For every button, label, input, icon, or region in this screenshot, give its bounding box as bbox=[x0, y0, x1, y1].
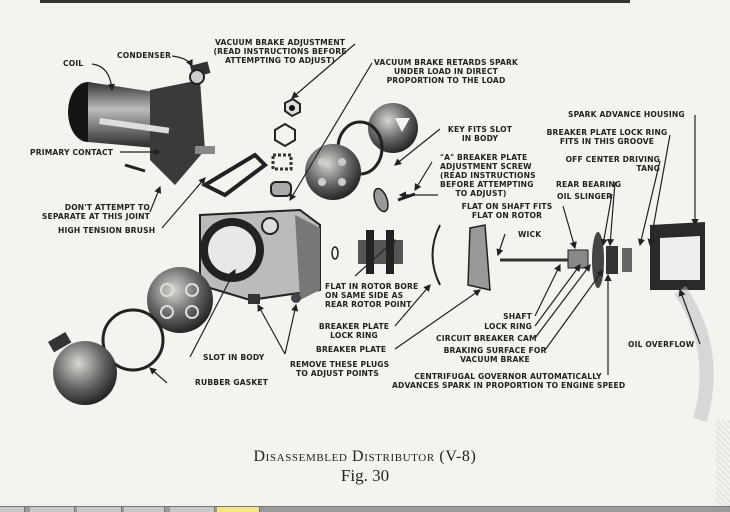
label-oil-overflow: OIL OVERFLOW bbox=[628, 340, 695, 349]
label-braking-surface: BRAKING SURFACE FOR VACUUM BRAKE bbox=[443, 346, 547, 364]
vacuum-brake-adjustment-parts bbox=[270, 97, 301, 197]
label-high-tension-brush: HIGH TENSION BRUSH bbox=[58, 226, 156, 235]
label-vacuum-brake-adjustment: VACUUM BRAKE ADJUSTMENT (READ INSTRUCTIO… bbox=[213, 38, 347, 65]
label-coil: COIL bbox=[63, 59, 84, 68]
spark-advance-housing-part bbox=[650, 222, 714, 422]
leader-lines bbox=[91, 43, 701, 384]
label-condenser: CONDENSER bbox=[117, 51, 172, 60]
distributor-body-part bbox=[199, 208, 321, 302]
label-remove-plugs: REMOVE THESE PLUGS TO ADJUST POINTS bbox=[290, 360, 390, 378]
label-rear-bearing: REAR BEARING bbox=[556, 180, 622, 189]
label-flat-in-rotor-bore: FLAT IN ROTOR BORE ON SAME SIDE AS REAR … bbox=[325, 282, 419, 309]
cutoff-text-line bbox=[40, 0, 630, 3]
taskbar bbox=[0, 506, 730, 512]
label-rubber-gasket: RUBBER GASKET bbox=[195, 378, 269, 387]
cover-parts bbox=[48, 267, 213, 405]
distributor-cap-part bbox=[305, 103, 418, 200]
label-spark-advance-housing: SPARK ADVANCE HOUSING bbox=[568, 110, 685, 119]
label-wick: WICK bbox=[518, 230, 542, 239]
label-centrifugal-governor: CENTRIFUGAL GOVERNOR AUTOMATICALLY ADVAN… bbox=[392, 372, 626, 390]
plate-gasket-part bbox=[200, 152, 269, 198]
breaker-plate-lock-ring-part bbox=[431, 224, 441, 286]
label-oil-slinger: OIL SLINGER bbox=[557, 192, 613, 201]
label-off-center-driving-tang: OFF CENTER DRIVING TANG bbox=[565, 155, 660, 173]
label-shaft: SHAFT bbox=[503, 312, 532, 321]
label-dont-attempt: DON'T ATTEMPT TO SEPARATE AT THIS JOINT bbox=[41, 203, 150, 221]
label-key-fits-slot: KEY FITS SLOT IN BODY bbox=[447, 125, 513, 143]
document-page: COIL CONDENSER VACUUM BRAKE ADJUSTMENT (… bbox=[30, 0, 730, 506]
label-circuit-breaker-cam: CIRCUIT BREAKER CAM bbox=[436, 334, 537, 343]
adjustment-plugs bbox=[248, 293, 301, 304]
coil-part bbox=[68, 80, 215, 185]
shaft-part bbox=[500, 232, 632, 288]
label-breaker-plate: BREAKER PLATE bbox=[316, 345, 387, 354]
figure-number: Fig. 30 bbox=[340, 466, 390, 485]
breaker-plate-part bbox=[467, 224, 491, 291]
distributor-exploded-diagram bbox=[40, 0, 714, 422]
label-lock-ring: LOCK RING bbox=[484, 322, 532, 331]
label-breaker-plate-lock-ring-groove: BREAKER PLATE LOCK RING FITS IN THIS GRO… bbox=[546, 128, 668, 146]
taskbar-button[interactable] bbox=[30, 507, 75, 512]
taskbar-button[interactable] bbox=[0, 507, 25, 512]
condenser-part bbox=[189, 61, 211, 85]
figure-caption-title: Disassembled Distributor (V-8) bbox=[253, 448, 477, 465]
taskbar-button[interactable] bbox=[124, 507, 165, 512]
taskbar-button[interactable] bbox=[77, 507, 122, 512]
label-slot-in-body: SLOT IN BODY bbox=[203, 353, 265, 362]
scan-edge-artifact bbox=[716, 420, 730, 506]
label-breaker-plate-lock-ring: BREAKER PLATE LOCK RING bbox=[318, 322, 390, 340]
label-vacuum-brake-retards: VACUUM BRAKE RETARDS SPARK UNDER LOAD IN… bbox=[373, 58, 519, 85]
key-part bbox=[373, 187, 416, 213]
taskbar-button[interactable] bbox=[170, 507, 215, 512]
rotor-part bbox=[331, 230, 403, 274]
taskbar-button-active[interactable] bbox=[217, 507, 260, 512]
label-primary-contact: PRIMARY CONTACT bbox=[30, 148, 114, 157]
screw-part bbox=[124, 163, 146, 173]
label-flat-on-shaft: FLAT ON SHAFT FITS FLAT ON ROTOR bbox=[461, 202, 553, 220]
label-a-breaker-plate-screw: "A" BREAKER PLATE ADJUSTMENT SCREW (READ… bbox=[440, 153, 536, 198]
